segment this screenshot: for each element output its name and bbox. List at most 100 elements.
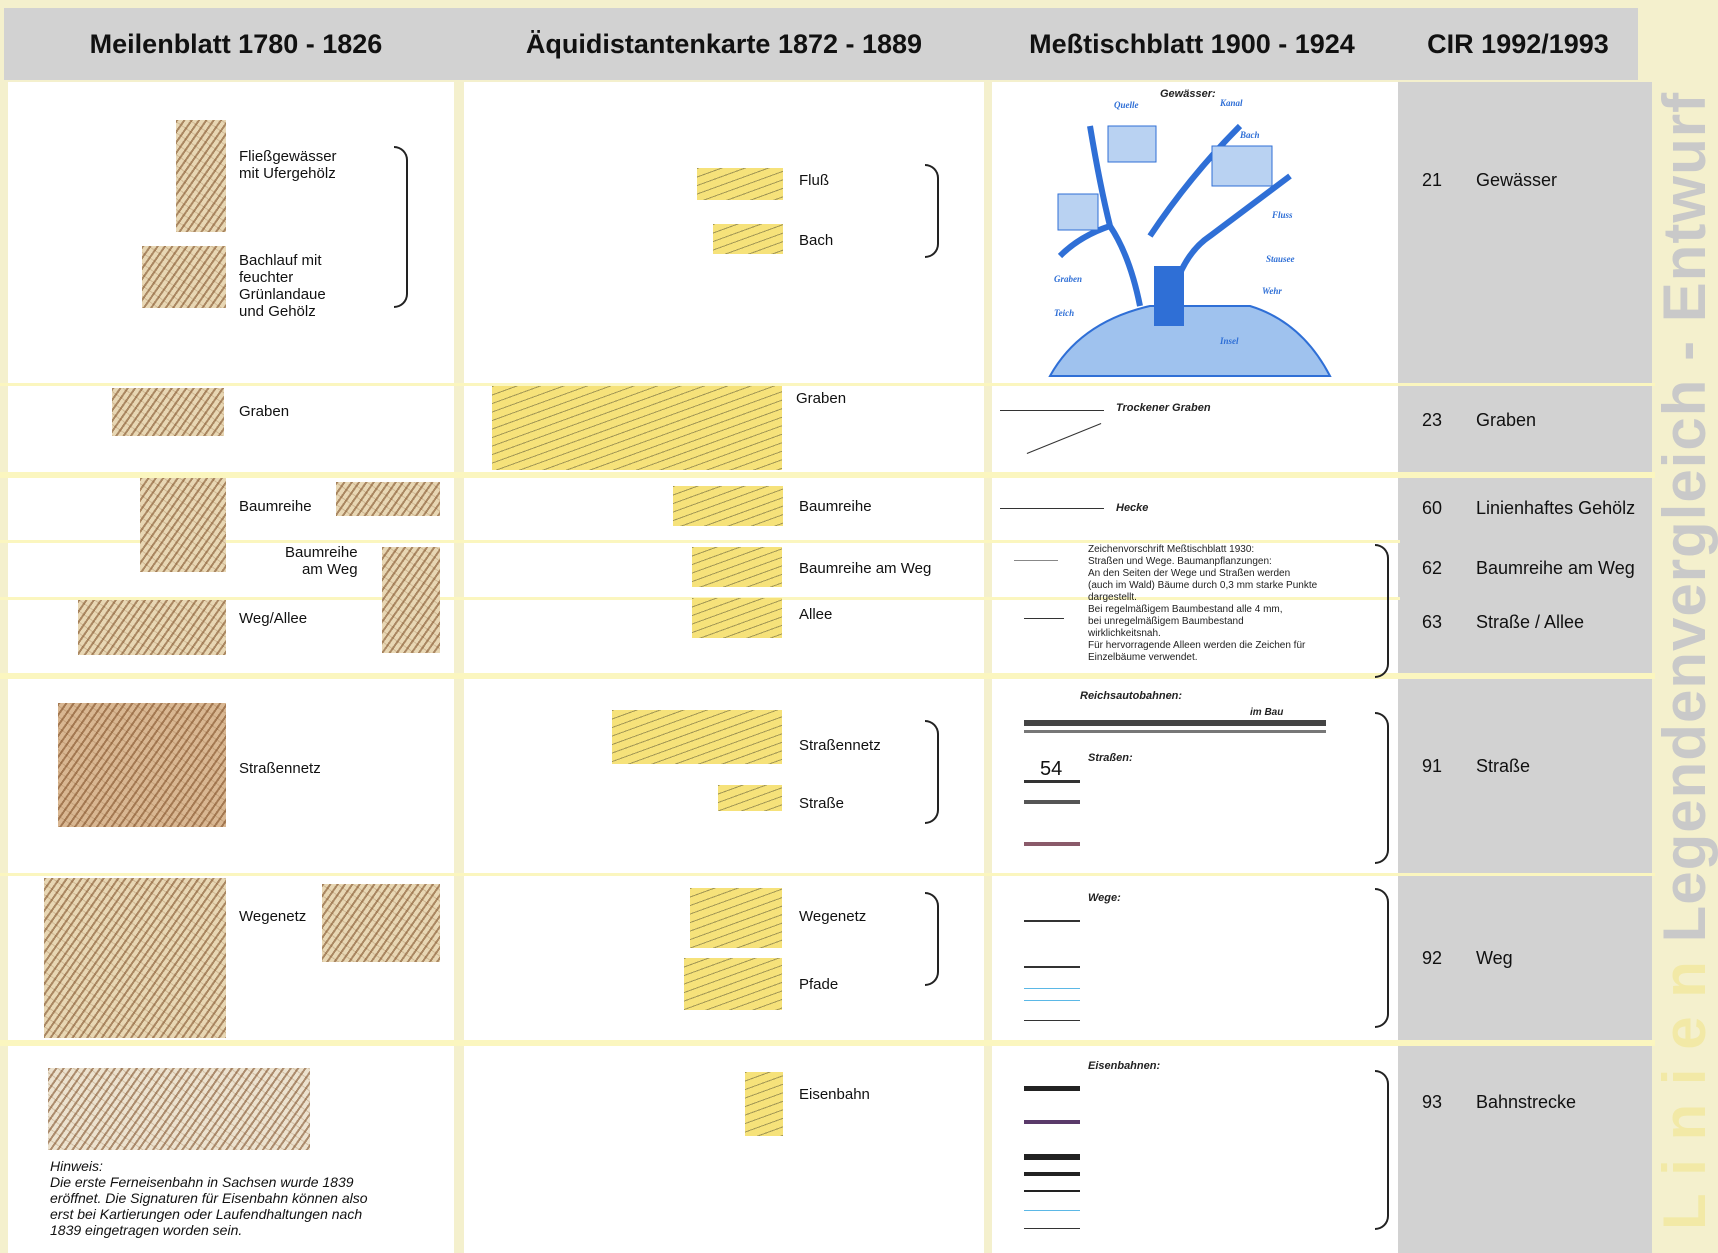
map-sample-wegenetz (44, 878, 226, 1038)
label-strassennetz-aequi: Straßennetz (799, 737, 881, 754)
strasse-symbol-1 (1024, 780, 1080, 783)
map-sample-baumreihe-am-weg-aequi (692, 547, 782, 587)
bahn-symbol-7 (1024, 1228, 1080, 1229)
map-sample-bachlauf (142, 246, 226, 308)
brace (394, 146, 408, 308)
svg-text:Kanal: Kanal (1219, 98, 1243, 108)
label-bach: Bach (799, 232, 834, 249)
cir-number: 23 (1422, 410, 1443, 430)
svg-text:Fluss: Fluss (1271, 210, 1293, 220)
cir-number: 93 (1422, 1092, 1443, 1112)
brace (925, 164, 939, 258)
cir-number: 91 (1422, 756, 1443, 776)
header-aequidistantenkarte: Äquidistantenkarte 1872 - 1889 (464, 8, 984, 80)
cir-number: 92 (1422, 948, 1443, 968)
column-meilenblatt (8, 82, 454, 1253)
hinweis-note: Hinweis: Die erste Ferneisenbahn in Sach… (50, 1158, 368, 1238)
side-title-linien: L i n i e n (1651, 960, 1718, 1230)
gewaesser-title: Gewässer: (1160, 88, 1216, 100)
row-separator (0, 673, 1655, 679)
map-sample-baumreihe (140, 478, 226, 572)
column-messtischblatt (992, 82, 1398, 1253)
bahn-symbol-3 (1024, 1154, 1080, 1160)
map-sample-fluss (697, 168, 783, 200)
cir-label: Weg (1476, 948, 1513, 968)
brace (925, 720, 939, 824)
map-sample-baumreihe-aequi (673, 486, 783, 526)
header-meilenblatt: Meilenblatt 1780 - 1826 (4, 8, 468, 80)
label-graben-aequi: Graben (796, 390, 847, 407)
map-sample-eisenbahn-meilenblatt (48, 1068, 310, 1150)
map-sample-strasse (718, 785, 782, 811)
cir-label: Baumreihe am Weg (1476, 558, 1635, 578)
map-sample-graben (112, 388, 224, 436)
weg-symbol-5 (1024, 1020, 1080, 1021)
brace (925, 892, 939, 986)
svg-text:Graben: Graben (1054, 274, 1082, 284)
strasse-symbol-3 (1024, 842, 1080, 846)
header-cir: CIR 1992/1993 (1398, 8, 1638, 80)
brace (1375, 888, 1389, 1028)
cir-label: Straße (1476, 756, 1531, 776)
label-strassennetz: Straßennetz (239, 760, 321, 777)
graben-line-symbol (1000, 410, 1104, 411)
eisenbahnen-title: Eisenbahnen: (1088, 1060, 1161, 1072)
wege-title: Wege: (1088, 892, 1121, 904)
map-sample-strassennetz-aequi (612, 710, 782, 764)
hecke-line-symbol (1000, 508, 1104, 509)
bahn-symbol-1 (1024, 1086, 1080, 1091)
brace (1375, 1070, 1389, 1230)
brace (1375, 544, 1389, 678)
label-fluss: Fluß (799, 172, 829, 189)
cir-number: 62 (1422, 558, 1443, 578)
row-separator (0, 1040, 1655, 1046)
allee-symbol (1014, 560, 1058, 561)
label-baumreihe-am-weg: Baumreihe am Weg (285, 544, 358, 578)
row-separator (0, 540, 1400, 543)
label-strasse-aequi: Straße (799, 795, 845, 812)
side-title-legendenvergleich: Legendenvergleich - Entwurf (1651, 91, 1718, 961)
bahn-symbol-5 (1024, 1190, 1080, 1192)
cir-number: 63 (1422, 612, 1443, 632)
autobahn-line-symbol-2 (1024, 730, 1326, 733)
label-baumreihe-am-weg-aequi: Baumreihe am Weg (799, 560, 932, 577)
cir-label: Straße / Allee (1476, 612, 1585, 632)
cir-label: Bahnstrecke (1476, 1092, 1577, 1112)
number-54: 54 (1040, 758, 1063, 780)
graben-label-messtisch: Trockener Graben (1116, 402, 1211, 414)
hecke-label: Hecke (1116, 502, 1149, 514)
row-separator (0, 873, 1655, 876)
label-baumreihe: Baumreihe (239, 498, 312, 515)
autobahn-line-symbol (1024, 720, 1326, 726)
label-weg-allee: Weg/Allee (239, 610, 308, 627)
header-messtischblatt: Meßtischblatt 1900 - 1924 (984, 8, 1400, 80)
bahn-symbol-4 (1024, 1172, 1080, 1176)
map-sample-weg-allee (78, 600, 226, 655)
label-wegenetz-aequi: Wegenetz (799, 908, 867, 925)
label-fliessgewaesser: Fließgewässer mit Ufergehölz (239, 148, 337, 182)
bahn-symbol-6 (1024, 1210, 1080, 1211)
map-sample-allee (692, 598, 782, 638)
label-eisenbahn-aequi: Eisenbahn (799, 1086, 870, 1103)
svg-text:Wehr: Wehr (1262, 286, 1282, 296)
weg-symbol-3 (1024, 988, 1080, 989)
map-sample-baumreihe-2 (336, 482, 440, 516)
map-sample-wegenetz-2 (322, 884, 440, 962)
map-sample-graben-aequi (492, 386, 782, 470)
label-allee: Allee (799, 606, 833, 623)
brace (1375, 712, 1389, 864)
weg-symbol-4 (1024, 1000, 1080, 1001)
cir-label: Gewässer (1476, 170, 1558, 190)
map-sample-bach (713, 224, 783, 254)
label-pfade: Pfade (799, 976, 839, 993)
svg-text:Teich: Teich (1054, 308, 1074, 318)
column-cir (1398, 82, 1652, 1253)
label-baumreihe-aequi: Baumreihe (799, 498, 872, 515)
map-sample-baumreihe-am-weg (382, 547, 440, 653)
map-sample-fliessgewaesser (176, 120, 226, 232)
side-title: L i n i e n Legendenvergleich - Entwurf (1650, 92, 1718, 1230)
column-aequidistantenkarte (464, 82, 984, 1253)
bahn-symbol-2 (1024, 1120, 1080, 1124)
allee-symbol-2 (1024, 618, 1064, 619)
